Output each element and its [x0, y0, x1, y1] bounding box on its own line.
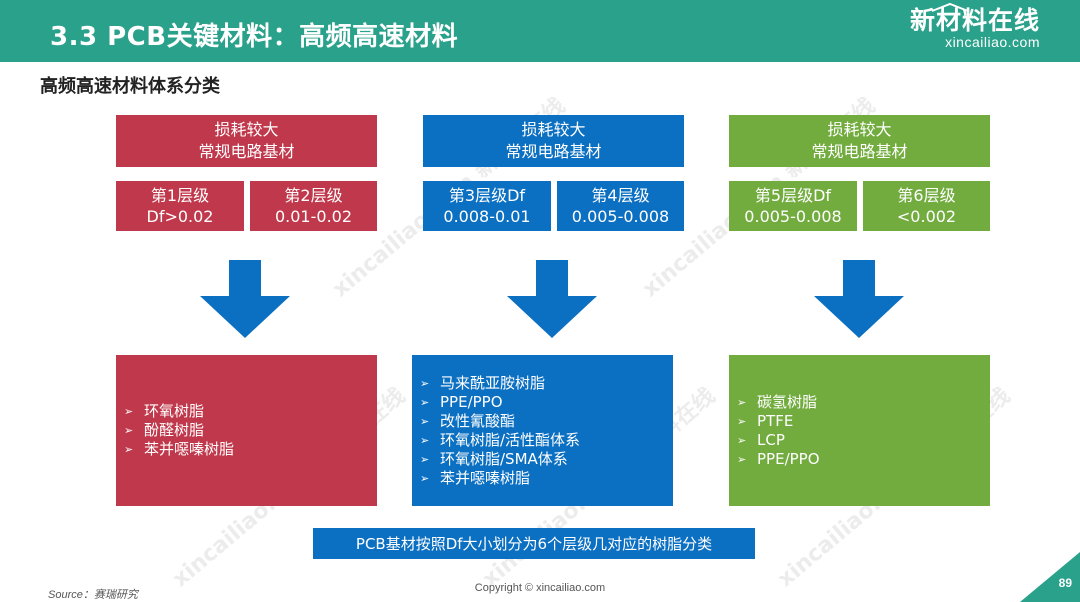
- arrow-bullet-icon: ➢: [737, 452, 747, 466]
- level-box-1: 第1层级 Df>0.02: [116, 181, 244, 231]
- level-box-6: 第6层级 <0.002: [863, 181, 990, 231]
- arrow-bullet-icon: ➢: [420, 433, 430, 447]
- category-line2: 常规电路基材: [505, 142, 602, 161]
- level-box-3: 第3层级Df 0.008-0.01: [423, 181, 551, 231]
- resin-box-col3: ➢ 碳氢树脂 ➢ PTFE ➢ LCP ➢ PPE/PPO: [729, 355, 990, 506]
- summary-banner: PCB基材按照Df大小划分为6个层级几对应的树脂分类: [313, 528, 755, 559]
- resin-list: ➢ 马来酰亚胺树脂 ➢ PPE/PPO ➢ 改性氰酸酯 ➢ 环氧树脂/活性酯体系 ➢ 环氧…: [420, 374, 673, 488]
- resin-name: PPE/PPO: [440, 392, 503, 411]
- section-subtitle: 高频高速材料体系分类: [40, 76, 220, 97]
- resin-name: 环氧树脂/SMA体系: [440, 449, 568, 468]
- resin-name: 酚醛树脂: [144, 421, 205, 439]
- page-number-badge: 89: [1020, 552, 1080, 602]
- list-item: ➢ 苯并噁嗪树脂: [420, 469, 673, 488]
- arrow-bullet-icon: ➢: [737, 433, 747, 447]
- level-name: 第4层级: [591, 186, 650, 205]
- arrow-bullet-icon: ➢: [420, 376, 430, 390]
- level-name: 第3层级Df: [448, 186, 526, 205]
- level-box-4: 第4层级 0.005-0.008: [557, 181, 684, 231]
- level-df: 0.01-0.02: [274, 207, 353, 226]
- logo-roof-icon: [931, 2, 969, 12]
- list-item: ➢ PTFE: [737, 412, 990, 431]
- level-box-2: 第2层级 0.01-0.02: [250, 181, 377, 231]
- list-item: ➢ 马来酰亚胺树脂: [420, 374, 673, 393]
- arrow-bullet-icon: ➢: [124, 424, 134, 437]
- category-box-col1: 损耗较大 常规电路基材: [116, 115, 377, 167]
- category-line1: 损耗较大: [827, 120, 892, 139]
- page-title: 3.3 PCB关键材料：高频高速材料: [50, 22, 459, 52]
- category-line1: 损耗较大: [214, 120, 279, 139]
- header-bar: 3.3 PCB关键材料：高频高速材料 新材料在线 xincailiao.com: [0, 0, 1080, 62]
- level-name: 第6层级: [897, 186, 956, 205]
- resin-name: 改性氰酸酯: [440, 411, 516, 430]
- down-arrow-icon: [200, 260, 290, 338]
- copyright-notice: Copyright © xincailiao.com: [474, 582, 606, 594]
- source-note: Source：赛瑞研究: [48, 589, 138, 601]
- level-name: 第2层级: [284, 186, 343, 205]
- logo-name: 新材料在线: [909, 6, 1040, 35]
- resin-name: 环氧树脂: [144, 402, 205, 420]
- page-corner-shape: [1020, 552, 1080, 602]
- level-box-5: 第5层级Df 0.005-0.008: [729, 181, 857, 231]
- arrow-bullet-icon: ➢: [124, 443, 134, 456]
- list-item: ➢ 环氧树脂/活性酯体系: [420, 431, 673, 450]
- resin-name: 马来酰亚胺树脂: [440, 373, 546, 392]
- list-item: ➢ 苯并噁嗪树脂: [124, 440, 377, 459]
- arrow-bullet-icon: ➢: [420, 471, 430, 485]
- list-item: ➢ 改性氰酸酯: [420, 412, 673, 431]
- level-name: 第5层级Df: [754, 186, 832, 205]
- level-df: 0.008-0.01: [443, 207, 531, 226]
- level-df: 0.005-0.008: [571, 207, 670, 226]
- list-item: ➢ 环氧树脂/SMA体系: [420, 450, 673, 469]
- arrow-bullet-icon: ➢: [420, 414, 430, 428]
- list-item: ➢ 环氧树脂: [124, 402, 377, 421]
- level-df: <0.002: [896, 207, 957, 226]
- list-item: ➢ 酚醛树脂: [124, 421, 377, 440]
- down-arrow-icon: [814, 260, 904, 338]
- category-line2: 常规电路基材: [198, 142, 295, 161]
- category-box-col2: 损耗较大 常规电路基材: [423, 115, 684, 167]
- down-arrow-icon: [507, 260, 597, 338]
- resin-name: 环氧树脂/活性酯体系: [440, 430, 581, 449]
- resin-name: 苯并噁嗪树脂: [440, 468, 531, 487]
- arrow-bullet-icon: ➢: [737, 395, 747, 409]
- arrow-bullet-icon: ➢: [420, 452, 430, 466]
- logo-domain: xincailiao.com: [945, 34, 1040, 50]
- resin-list: ➢ 碳氢树脂 ➢ PTFE ➢ LCP ➢ PPE/PPO: [737, 393, 990, 469]
- category-line2: 常规电路基材: [811, 142, 908, 161]
- resin-name: 苯并噁嗪树脂: [144, 440, 235, 458]
- category-box-col3: 损耗较大 常规电路基材: [729, 115, 990, 167]
- resin-box-col1: ➢ 环氧树脂 ➢ 酚醛树脂 ➢ 苯并噁嗪树脂: [116, 355, 377, 506]
- resin-list: ➢ 环氧树脂 ➢ 酚醛树脂 ➢ 苯并噁嗪树脂: [124, 402, 377, 459]
- category-line1: 损耗较大: [521, 120, 586, 139]
- resin-name: PTFE: [757, 411, 794, 430]
- level-df: Df>0.02: [146, 207, 214, 226]
- resin-name: PPE/PPO: [757, 449, 820, 468]
- resin-name: 碳氢树脂: [757, 392, 818, 411]
- list-item: ➢ LCP: [737, 431, 990, 450]
- level-df: 0.005-0.008: [744, 207, 842, 226]
- resin-name: LCP: [757, 430, 785, 449]
- arrow-bullet-icon: ➢: [420, 395, 430, 409]
- arrow-bullet-icon: ➢: [737, 414, 747, 428]
- list-item: ➢ PPE/PPO: [737, 450, 990, 469]
- list-item: ➢ PPE/PPO: [420, 393, 673, 412]
- resin-box-col2: ➢ 马来酰亚胺树脂 ➢ PPE/PPO ➢ 改性氰酸酯 ➢ 环氧树脂/活性酯体系 ➢ 环氧…: [412, 355, 673, 506]
- arrow-bullet-icon: ➢: [124, 405, 134, 418]
- page-number: 89: [1058, 576, 1072, 590]
- list-item: ➢ 碳氢树脂: [737, 393, 990, 412]
- level-name: 第1层级: [150, 186, 210, 205]
- brand-logo: 新材料在线 xincailiao.com: [910, 6, 1040, 50]
